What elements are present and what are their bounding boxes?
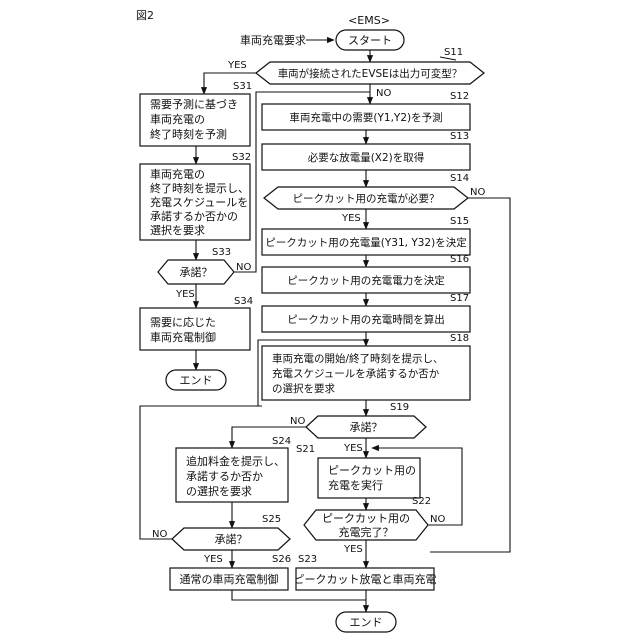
- no-label: NO: [290, 416, 305, 427]
- svg-text:ピークカット用の充電電力を決定: ピークカット用の充電電力を決定: [287, 274, 445, 287]
- svg-text:ピークカット放電と車両充電: ピークカット放電と車両充電: [294, 572, 437, 586]
- step-number: S25: [262, 514, 281, 525]
- no-label: NO: [470, 187, 485, 198]
- svg-text:通常の車両充電制御: 通常の車両充電制御: [180, 572, 279, 586]
- yes-label: YES: [227, 60, 247, 71]
- svg-text:承諾するか否かの: 承諾するか否かの: [150, 209, 238, 223]
- svg-text:車両充電の開始/終了時刻を提示し、: 車両充電の開始/終了時刻を提示し、: [272, 352, 444, 365]
- svg-text:承諾？: 承諾？: [350, 420, 383, 434]
- svg-text:エンド: エンド: [350, 616, 383, 629]
- svg-text:終了時刻を予測: 終了時刻を予測: [150, 127, 227, 141]
- request-label: 車両充電要求: [240, 33, 306, 47]
- ems-label: <EMS>: [348, 14, 390, 27]
- svg-text:ピークカット用の充電量(Y31, Y32)を決定: ピークカット用の充電量(Y31, Y32)を決定: [265, 236, 467, 249]
- yes-label: YES: [343, 544, 363, 555]
- step-number: S22: [412, 496, 431, 507]
- svg-text:車両充電制御: 車両充電制御: [150, 330, 216, 344]
- decision-s22: ピークカット用の 充電完了？ S22: [304, 496, 431, 540]
- svg-text:承諾？: 承諾？: [180, 265, 213, 279]
- step-number: S23: [298, 554, 317, 565]
- process-s12: 車両充電中の需要(Y1,Y2)を予測 S12: [262, 91, 470, 130]
- svg-text:需要予測に基づき: 需要予測に基づき: [150, 97, 238, 111]
- svg-text:承諾？: 承諾？: [215, 532, 248, 546]
- svg-text:充電完了？: 充電完了？: [339, 525, 394, 539]
- svg-text:車両が接続されたEVSEは出力可変型？: 車両が接続されたEVSEは出力可変型？: [278, 67, 463, 80]
- yes-label: YES: [341, 213, 361, 224]
- figure-label: 図2: [136, 9, 154, 22]
- svg-text:終了時刻を提示し、: 終了時刻を提示し、: [150, 181, 249, 195]
- svg-text:エンド: エンド: [180, 374, 213, 387]
- step-number: S13: [450, 131, 469, 142]
- svg-text:必要な放電量(X2)を取得: 必要な放電量(X2)を取得: [308, 151, 425, 164]
- svg-text:ピークカット用の: ピークカット用の: [322, 512, 410, 525]
- step-number: S19: [390, 402, 409, 413]
- svg-text:承諾するか否か: 承諾するか否か: [186, 469, 263, 483]
- svg-text:充電を実行: 充電を実行: [328, 478, 383, 492]
- no-label: NO: [236, 262, 251, 273]
- start-terminal: スタート: [336, 30, 404, 50]
- process-s26: 通常の車両充電制御 S26: [170, 554, 291, 590]
- step-number: S16: [450, 254, 469, 265]
- step-number: S31: [233, 81, 252, 92]
- step-number: S33: [212, 247, 231, 258]
- yes-label: YES: [203, 554, 223, 565]
- step-number: S17: [450, 293, 469, 304]
- process-s31: 需要予測に基づき 車両充電の 終了時刻を予測 S31: [140, 81, 252, 146]
- yes-label: YES: [343, 443, 363, 454]
- connector: [232, 590, 366, 600]
- svg-text:の選択を要求: の選択を要求: [272, 382, 335, 395]
- connector: [232, 427, 306, 448]
- decision-s25: 承諾？ S25: [172, 514, 290, 550]
- svg-text:充電スケジュールを承諾するか否か: 充電スケジュールを承諾するか否か: [272, 367, 440, 380]
- svg-text:充電スケジュールを: 充電スケジュールを: [150, 195, 248, 209]
- svg-text:需要に応じた: 需要に応じた: [150, 315, 216, 329]
- step-number: S18: [450, 333, 469, 344]
- svg-text:車両充電中の需要(Y1,Y2)を予測: 車両充電中の需要(Y1,Y2)を予測: [289, 111, 442, 124]
- process-s32: 車両充電の 終了時刻を提示し、 充電スケジュールを 承諾するか否かの 選択を要求…: [140, 152, 251, 240]
- yes-label: YES: [175, 289, 195, 300]
- no-label: NO: [152, 529, 167, 540]
- step-number: S32: [232, 152, 251, 163]
- no-label: NO: [430, 514, 445, 525]
- end-terminal-main: エンド: [336, 612, 396, 632]
- step-number: S26: [272, 554, 291, 565]
- step-number: S11: [444, 47, 463, 58]
- svg-text:スタート: スタート: [348, 34, 392, 47]
- svg-text:ピークカット用の: ピークカット用の: [328, 464, 416, 477]
- no-label: NO: [376, 88, 391, 99]
- svg-text:選択を要求: 選択を要求: [150, 223, 205, 237]
- step-number: S12: [450, 91, 469, 102]
- step-number: S14: [450, 173, 469, 184]
- end-terminal-left: エンド: [166, 370, 226, 390]
- svg-text:車両充電の: 車両充電の: [150, 167, 205, 181]
- step-number: S34: [234, 296, 253, 307]
- step-number: S15: [450, 216, 469, 227]
- step-number: S24: [272, 436, 291, 447]
- svg-text:ピークカット用の充電が必要？: ピークカット用の充電が必要？: [293, 192, 440, 205]
- svg-text:ピークカット用の充電時間を算出: ピークカット用の充電時間を算出: [287, 313, 445, 326]
- process-s23: ピークカット放電と車両充電 S23: [294, 554, 437, 590]
- process-s24: 追加料金を提示し、 承諾するか否か の選択を要求 S24: [176, 436, 291, 502]
- svg-text:追加料金を提示し、: 追加料金を提示し、: [186, 454, 285, 468]
- svg-text:の選択を要求: の選択を要求: [186, 484, 252, 498]
- svg-text:車両充電の: 車両充電の: [150, 112, 205, 126]
- step-number: S21: [296, 444, 315, 455]
